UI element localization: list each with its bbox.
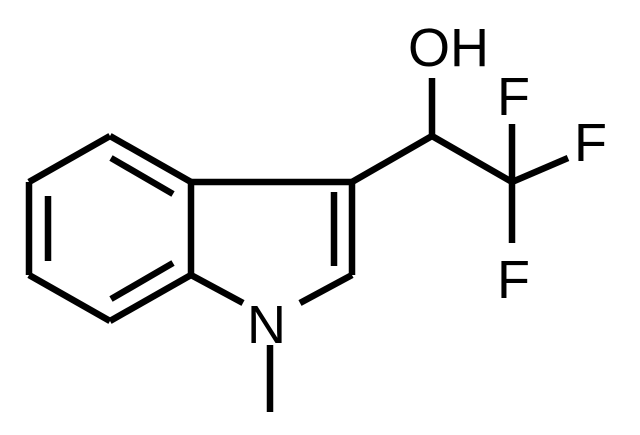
atom-label-fluorine-top: F [497,67,530,127]
bond-benzene-top [108,133,193,185]
bond-cf3-f-right [510,155,570,185]
bond-c2-n1 [298,272,354,306]
bond-c7a-n1 [189,272,245,306]
bond-benzene-bottom [108,272,193,324]
double-bond-benzene-lower [109,260,175,302]
bond-choh-cf3 [430,133,514,185]
bond-benzene-lower-left [27,272,112,324]
atom-label-fluorine-bottom: F [497,250,530,310]
atom-label-nitrogen: N [247,295,286,355]
atom-label-hydroxyl: OH [408,18,489,78]
bond-c3-choh [350,133,434,185]
atom-label-fluorine-right: F [574,113,607,173]
double-bond-benzene-upper [109,155,175,197]
bond-benzene-upper-left [27,133,112,185]
